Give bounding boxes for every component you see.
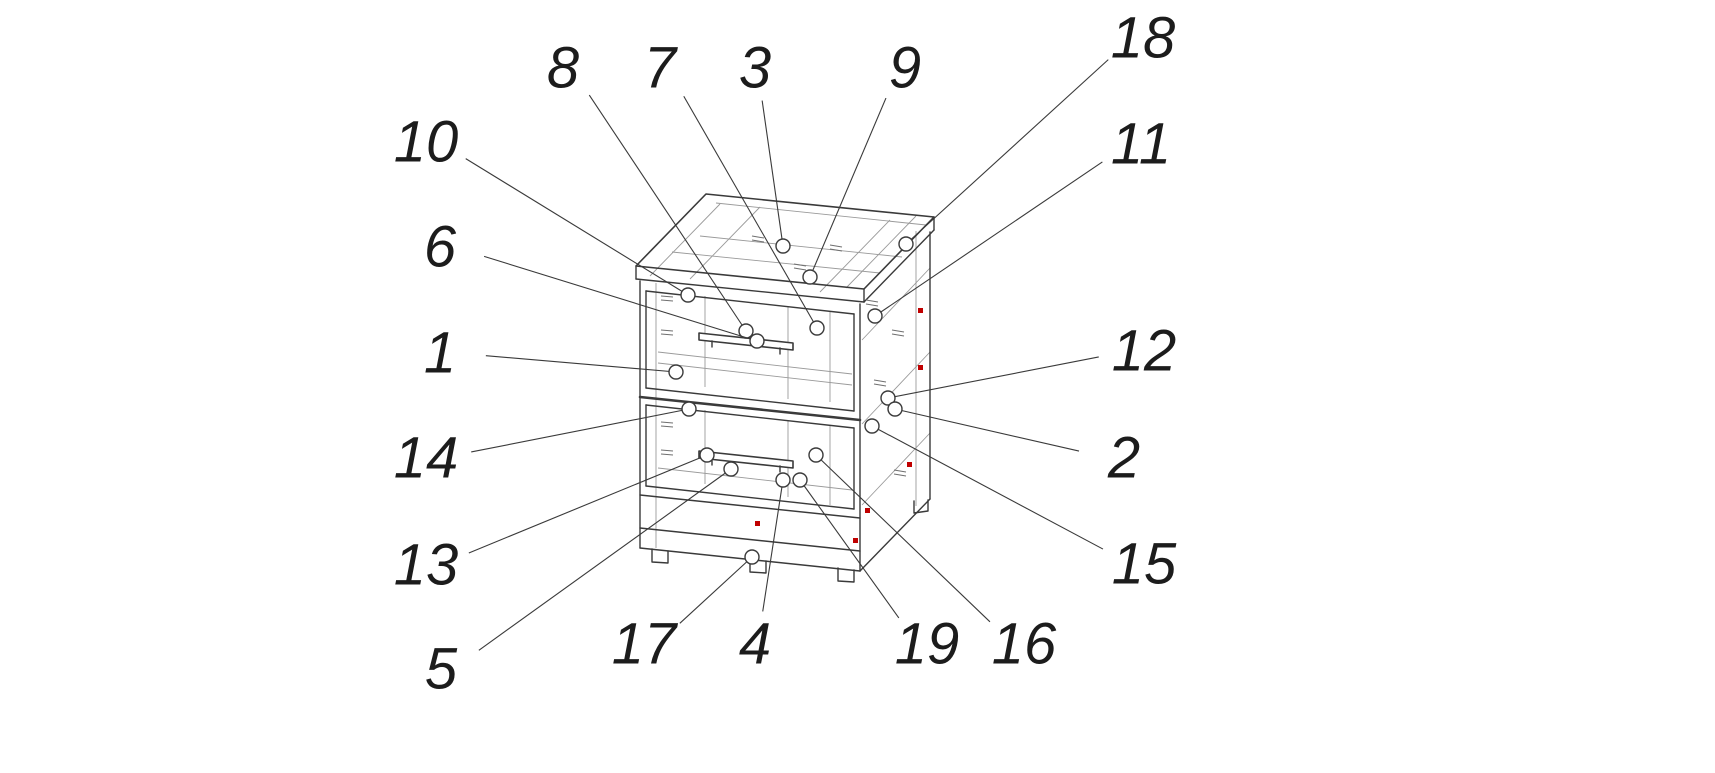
part-number: 15	[1112, 532, 1177, 597]
callout-7: 7	[644, 36, 825, 336]
leader-line	[762, 479, 784, 612]
part-marker	[867, 308, 883, 324]
leader-line	[887, 356, 1099, 399]
screw-fittings	[660, 235, 907, 477]
part-number: 2	[1107, 426, 1140, 491]
part-number: 8	[547, 36, 579, 101]
part-marker	[723, 461, 739, 477]
part-number: 1	[424, 321, 456, 386]
callout-15: 15	[864, 418, 1177, 597]
leader-line	[478, 468, 732, 651]
callout-3: 3	[739, 36, 791, 254]
top-panel	[635, 193, 935, 303]
leader-line	[468, 454, 708, 554]
part-number: 17	[612, 612, 679, 677]
leader-line	[679, 556, 753, 624]
part-marker	[775, 238, 791, 254]
callout-10: 10	[394, 110, 696, 303]
part-number: 18	[1111, 6, 1176, 71]
part-number: 4	[739, 612, 771, 677]
part-number: 9	[889, 36, 921, 101]
part-marker	[699, 447, 715, 463]
part-marker	[808, 447, 824, 463]
part-marker	[749, 333, 765, 349]
leader-line	[799, 479, 900, 619]
leader-line	[483, 255, 758, 342]
leader-line	[683, 95, 818, 329]
part-marker	[668, 364, 684, 380]
part-number: 7	[644, 36, 679, 101]
part-number: 6	[424, 215, 457, 280]
callout-4: 4	[739, 472, 791, 677]
leader-line	[905, 59, 1109, 245]
part-marker	[898, 236, 914, 252]
leader-line	[485, 355, 677, 373]
callout-6: 6	[424, 215, 765, 349]
part-number: 14	[394, 426, 459, 491]
part-marker	[864, 418, 880, 434]
callout-11: 11	[867, 112, 1171, 324]
hidden-structure-lines	[649, 202, 931, 548]
part-number: 10	[394, 110, 459, 175]
callout-12: 12	[880, 319, 1177, 406]
callout-5: 5	[425, 461, 739, 702]
callout-19: 19	[792, 472, 960, 677]
part-number: 16	[992, 612, 1057, 677]
leader-line	[809, 97, 887, 278]
part-number: 19	[895, 612, 960, 677]
part-marker	[744, 549, 760, 565]
callout-16: 16	[808, 447, 1057, 677]
leader-line	[874, 161, 1103, 317]
part-marker	[680, 287, 696, 303]
callout-18: 18	[898, 6, 1176, 252]
leader-line	[815, 454, 991, 623]
part-number: 12	[1112, 319, 1177, 384]
callout-17: 17	[612, 549, 760, 677]
callout-2: 2	[887, 401, 1140, 491]
leader-line	[761, 100, 784, 247]
part-number: 3	[739, 36, 771, 101]
leader-line	[894, 408, 1080, 452]
part-marker	[887, 401, 903, 417]
callout-8: 8	[547, 36, 754, 339]
callout-13: 13	[394, 447, 715, 598]
cabinet-drawing	[635, 193, 935, 583]
leader-line	[871, 425, 1104, 550]
part-marker	[775, 472, 791, 488]
part-marker	[792, 472, 808, 488]
leader-line	[471, 408, 690, 453]
red-fitting-markers	[755, 308, 923, 543]
cabinet-feet	[651, 499, 929, 583]
callout-1: 1	[424, 321, 684, 386]
part-marker	[681, 401, 697, 417]
part-number: 11	[1111, 112, 1171, 177]
part-number: 5	[425, 637, 458, 702]
callout-14: 14	[394, 401, 697, 491]
part-marker	[802, 269, 818, 285]
leader-line	[588, 94, 747, 332]
part-number: 13	[394, 533, 459, 598]
part-marker	[809, 320, 825, 336]
callout-9: 9	[802, 36, 921, 285]
part-marker	[880, 390, 896, 406]
leader-line	[465, 158, 689, 296]
